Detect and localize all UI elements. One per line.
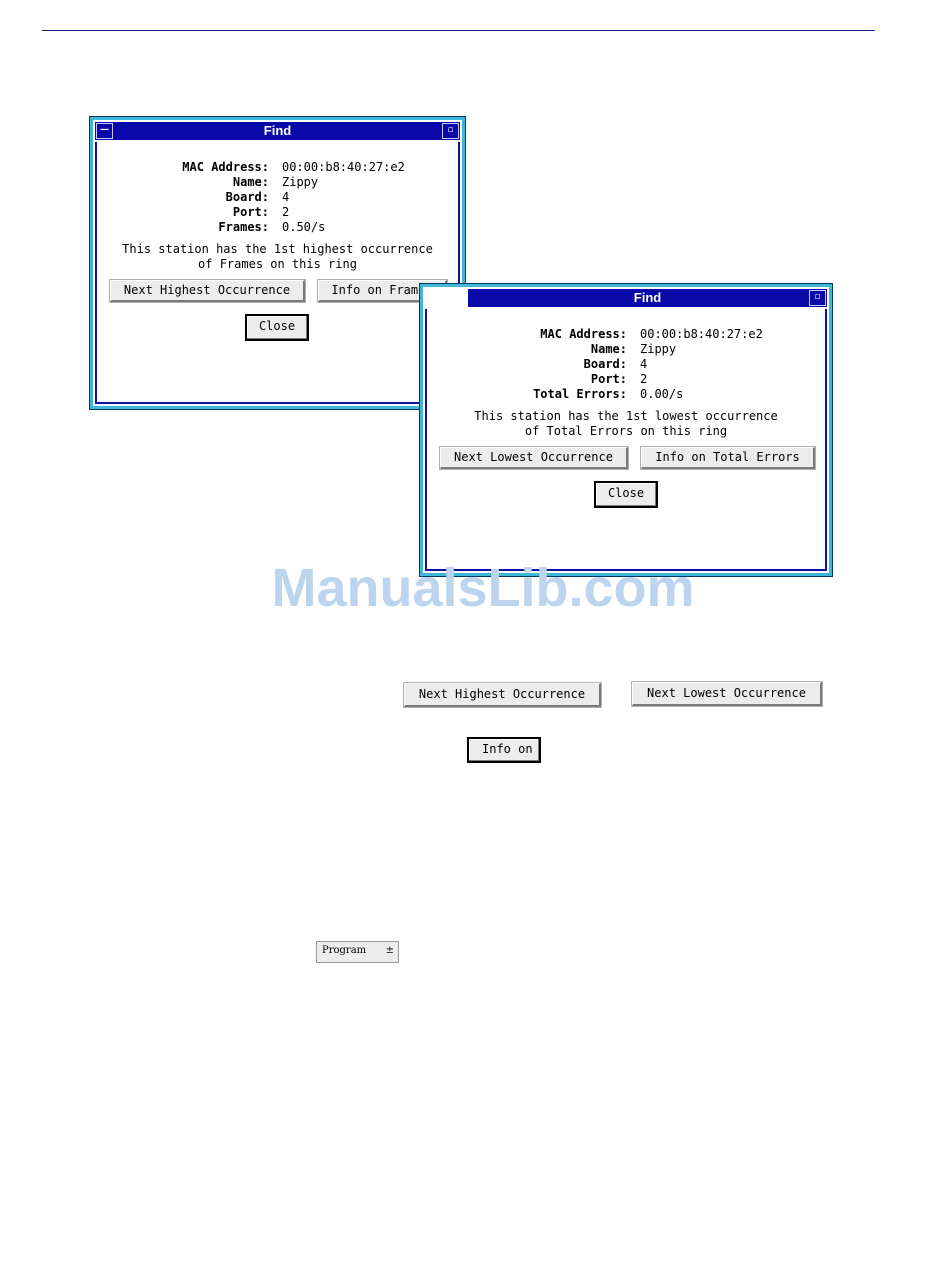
- next-highest-occurrence-button[interactable]: Next Highest Occurrence: [110, 280, 305, 302]
- field-row-mac: MAC Address: 00:00:b8:40:27:e2: [455, 327, 763, 342]
- window-title: Find: [263, 123, 292, 138]
- message-line-2: of Total Errors on this ring: [524, 424, 728, 438]
- maximize-icon[interactable]: ▫: [809, 290, 826, 306]
- field-value: Zippy: [282, 175, 319, 189]
- message-line-2: of Frames on this ring: [198, 257, 357, 271]
- next-lowest-occurrence-button[interactable]: Next Lowest Occurrence: [440, 447, 628, 469]
- next-highest-occurrence-button-sample[interactable]: Next Highest Occurrence: [404, 683, 601, 707]
- field-row-board: Board: 4: [455, 357, 763, 372]
- field-row-total-errors: Total Errors: 0.00/s: [455, 387, 763, 402]
- field-label: Board:: [583, 357, 627, 371]
- field-value: Zippy: [640, 342, 677, 356]
- field-label: Name:: [232, 175, 269, 189]
- window-titlebar[interactable]: — Find ▫: [95, 122, 460, 140]
- field-value: 0.50/s: [282, 220, 326, 234]
- field-label: Name:: [590, 342, 627, 356]
- field-value: 00:00:b8:40:27:e2: [640, 327, 763, 341]
- field-row-board: Board: 4: [97, 190, 405, 205]
- find-window-frames: — Find ▫ MAC Address: 00:00:b8:40:27:e2 …: [89, 116, 466, 410]
- field-label: Total Errors:: [533, 387, 627, 401]
- field-label: MAC Address:: [182, 160, 269, 174]
- field-value: 00:00:b8:40:27:e2: [282, 160, 405, 174]
- program-select-value: Program: [322, 945, 367, 956]
- field-row-mac: MAC Address: 00:00:b8:40:27:e2: [97, 160, 405, 175]
- field-row-name: Name: Zippy: [455, 342, 763, 357]
- page-header-rule: [42, 30, 875, 31]
- station-fields: MAC Address: 00:00:b8:40:27:e2 Name: Zip…: [455, 327, 763, 402]
- field-row-port: Port: 2: [455, 372, 763, 387]
- field-value: 4: [640, 357, 648, 371]
- close-button[interactable]: Close: [594, 481, 658, 508]
- station-fields: MAC Address: 00:00:b8:40:27:e2 Name: Zip…: [97, 160, 405, 235]
- field-value: 4: [282, 190, 290, 204]
- next-lowest-occurrence-button-sample[interactable]: Next Lowest Occurrence: [632, 682, 822, 706]
- occurrence-message: This station has the 1st highest occurre…: [97, 242, 458, 272]
- field-label: Port:: [232, 205, 269, 219]
- field-row-frames: Frames: 0.50/s: [97, 220, 405, 235]
- close-button[interactable]: Close: [245, 314, 309, 341]
- window-title: Find: [633, 290, 662, 305]
- window-body: MAC Address: 00:00:b8:40:27:e2 Name: Zip…: [95, 142, 460, 404]
- maximize-icon[interactable]: ▫: [442, 123, 459, 139]
- field-value: 2: [640, 372, 648, 386]
- field-value: 2: [282, 205, 290, 219]
- message-line-1: This station has the 1st highest occurre…: [122, 242, 433, 256]
- field-value: 0.00/s: [640, 387, 684, 401]
- field-row-port: Port: 2: [97, 205, 405, 220]
- field-label: Frames:: [218, 220, 269, 234]
- field-label: Board:: [225, 190, 269, 204]
- message-line-1: This station has the 1st lowest occurren…: [474, 409, 778, 423]
- field-row-name: Name: Zippy: [97, 175, 405, 190]
- info-on-frames-button[interactable]: Info on Frames: [318, 280, 447, 302]
- window-body: MAC Address: 00:00:b8:40:27:e2 Name: Zip…: [425, 309, 827, 571]
- find-window-total-errors: Find ▫ MAC Address: 00:00:b8:40:27:e2 Na…: [419, 283, 833, 577]
- field-label: Port:: [590, 372, 627, 386]
- info-on-button-sample[interactable]: Info on: [467, 737, 541, 763]
- info-on-total-errors-button[interactable]: Info on Total Errors: [641, 447, 815, 469]
- field-label: MAC Address:: [540, 327, 627, 341]
- window-menu-icon[interactable]: —: [96, 123, 113, 139]
- program-select[interactable]: Program ±: [316, 941, 399, 963]
- watermark: ManualsLib.com: [271, 558, 695, 618]
- dropdown-arrow-icon: ±: [385, 945, 394, 956]
- window-titlebar[interactable]: Find ▫: [468, 289, 827, 307]
- occurrence-message: This station has the 1st lowest occurren…: [427, 409, 825, 439]
